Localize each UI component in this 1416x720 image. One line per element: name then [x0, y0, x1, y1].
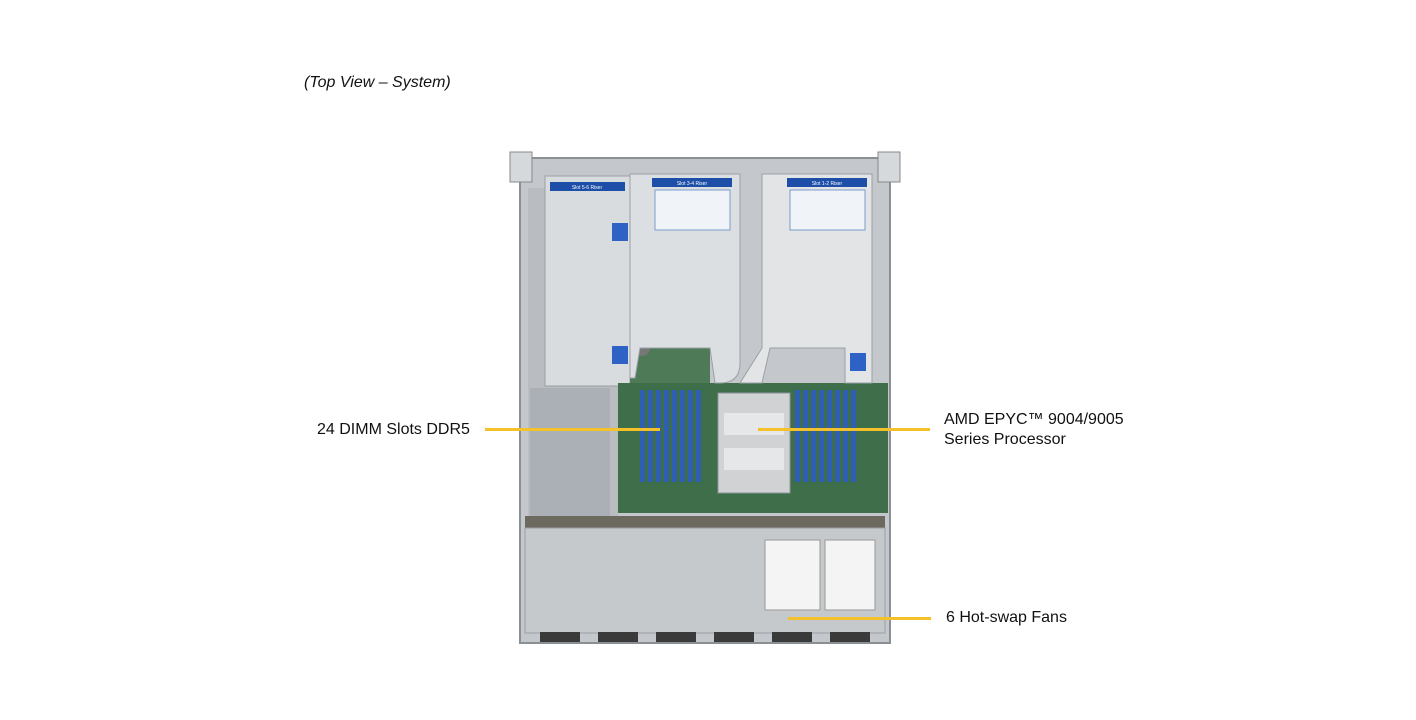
dimm-slot	[795, 390, 800, 482]
fan-housing[interactable]	[830, 632, 870, 642]
dimm-bank-left	[640, 390, 701, 482]
right-rack-ear	[877, 151, 901, 183]
fan-housing[interactable]	[598, 632, 638, 642]
dimm-slot	[648, 390, 653, 482]
fan-housing[interactable]	[656, 632, 696, 642]
dimm-slot	[803, 390, 808, 482]
callout-processor-line2: Series Processor	[944, 431, 1066, 448]
dimm-slot	[811, 390, 816, 482]
board-edge-connectors	[525, 516, 885, 528]
left-bay-panel	[530, 388, 610, 518]
riser-middle: Slot 3-4 Riser	[629, 173, 741, 384]
leader-line-dimm	[485, 428, 660, 431]
fan-tray	[524, 527, 886, 634]
fan-housings	[540, 632, 870, 642]
figure-caption: (Top View – System)	[304, 74, 451, 91]
dimm-slot	[672, 390, 677, 482]
riser-middle-label: Slot 3-4 Riser	[677, 181, 708, 187]
dimm-slot	[851, 390, 856, 482]
dimm-slot	[656, 390, 661, 482]
dimm-slot	[688, 390, 693, 482]
callout-fans: 6 Hot-swap Fans	[946, 609, 1067, 626]
dimm-slot	[819, 390, 824, 482]
dimm-slot	[827, 390, 832, 482]
leader-line-cpu	[758, 428, 930, 431]
fan-housing[interactable]	[772, 632, 812, 642]
dimm-slot	[843, 390, 848, 482]
dimm-slot	[835, 390, 840, 482]
dimm-slot	[696, 390, 701, 482]
dimm-bank-right	[795, 390, 856, 482]
server-top-view: Slot 5-6 Riser Slot 3-4 Riser Slot 1-2 R…	[509, 151, 901, 644]
callout-processor: AMD EPYC™ 9004/9005 Series Processor	[944, 410, 1124, 450]
dimm-slot	[640, 390, 645, 482]
left-rack-ear	[509, 151, 533, 183]
cpu-heatsink	[717, 392, 791, 494]
fan-housing[interactable]	[714, 632, 754, 642]
callout-dimm-slots: 24 DIMM Slots DDR5	[317, 421, 470, 438]
fan-housing[interactable]	[540, 632, 580, 642]
riser-right: Slot 1-2 Riser	[739, 173, 873, 384]
leader-line-fans	[788, 617, 931, 620]
dimm-slot	[664, 390, 669, 482]
riser-left: Slot 5-6 Riser	[544, 175, 631, 387]
callout-processor-line1: AMD EPYC™ 9004/9005	[944, 411, 1124, 428]
dimm-slot	[680, 390, 685, 482]
riser-left-label: Slot 5-6 Riser	[572, 185, 603, 191]
riser-right-label: Slot 1-2 Riser	[812, 181, 843, 187]
